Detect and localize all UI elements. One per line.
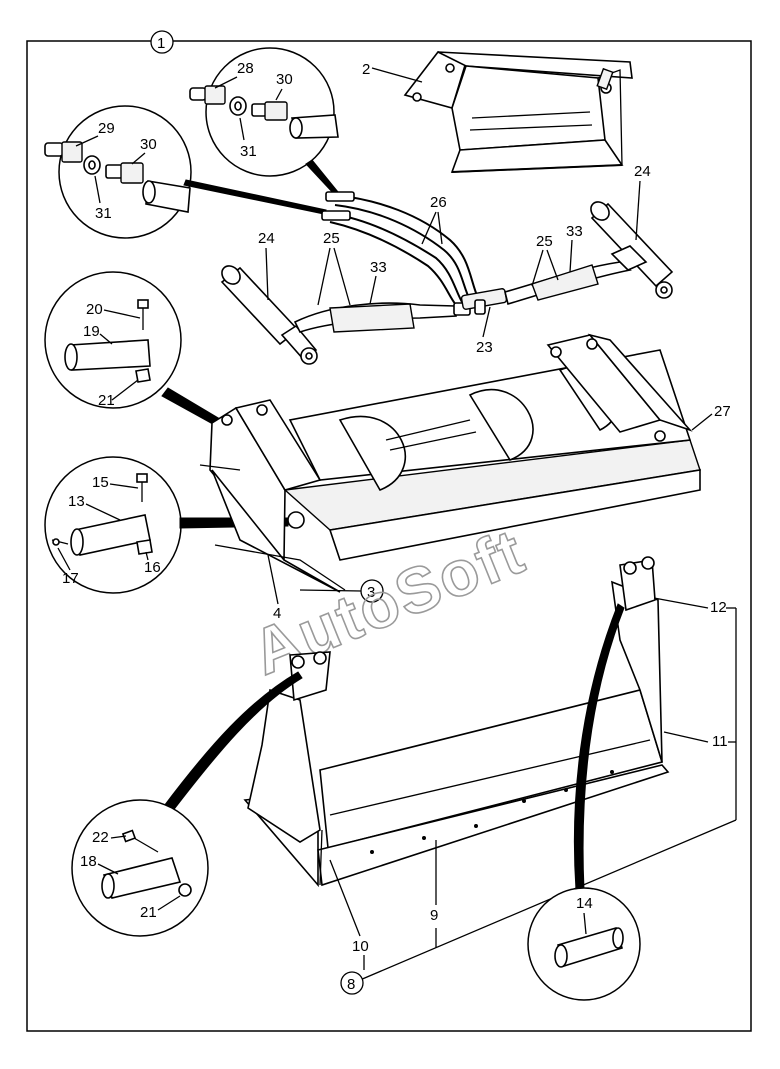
callout-12: 12 [710,599,727,616]
callout-31a: 31 [240,143,257,160]
callout-20: 20 [86,301,103,318]
callout-2: 2 [362,61,370,78]
callout-8-circle [340,971,364,995]
small-bucket-part [403,51,633,173]
hydraulic-fitting-set-a [189,85,339,139]
diagram-frame [26,40,752,1032]
callout-10: 10 [352,938,369,955]
callout-25b: 25 [536,233,553,250]
callout-1: 1 [157,35,165,52]
callout-15: 15 [92,474,109,491]
callout-4: 4 [273,605,281,622]
callout-11: 11 [712,733,728,750]
callout-17: 17 [62,570,79,587]
pivot-pin-d [554,927,624,968]
callout-28: 28 [237,60,254,77]
hose-left [293,302,471,333]
callout-21b: 21 [140,904,157,921]
callout-1-circle [150,30,174,54]
pivot-pin-c [101,829,192,899]
pivot-pin-a [64,299,151,383]
callout-8: 8 [347,976,355,993]
callout-26: 26 [430,194,447,211]
callout-3: 3 [367,584,375,601]
callout-14: 14 [576,895,593,912]
callout-29: 29 [98,120,115,137]
callout-31b: 31 [95,205,112,222]
hose-right [504,261,632,306]
callout-16: 16 [144,559,161,576]
callout-18: 18 [80,853,97,870]
callout-25a: 25 [323,230,340,247]
callout-23: 23 [476,339,493,356]
hydraulic-fitting-set-b [44,141,191,213]
callout-24a: 24 [258,230,275,247]
callout-22: 22 [92,829,109,846]
hydraulic-hoses [321,191,479,306]
callout-21a: 21 [98,392,115,409]
callout-30a: 30 [276,71,293,88]
ram-cylinder-right [590,201,674,299]
pivot-pin-b [51,473,153,556]
callout-33b: 33 [566,223,583,240]
detail-circle-pin-a [44,271,182,409]
callout-30b: 30 [140,136,157,153]
callout-24b: 24 [634,163,651,180]
callout-13: 13 [68,493,85,510]
callout-19: 19 [83,323,100,340]
callout-9: 9 [430,907,438,924]
bucket-frame-assembly [199,333,701,593]
ram-cylinder-left [220,265,318,365]
callout-33a: 33 [370,259,387,276]
callout-27: 27 [714,403,731,420]
